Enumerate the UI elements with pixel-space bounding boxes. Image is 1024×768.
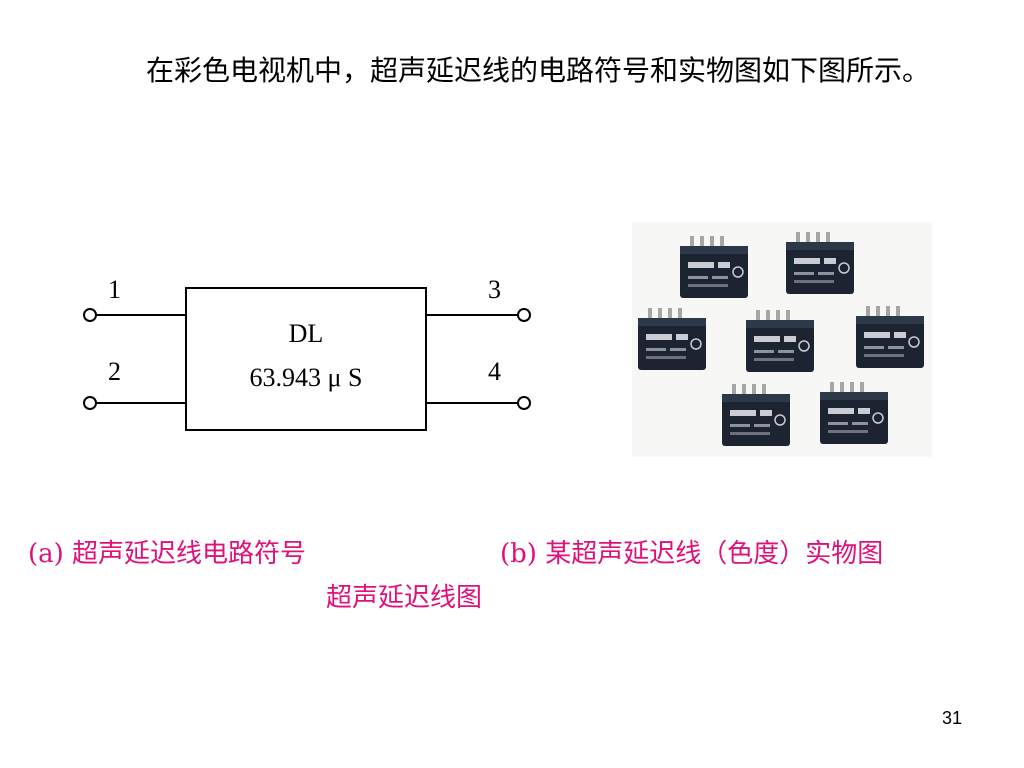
page-number: 31: [941, 708, 962, 728]
terminal-2: [83, 396, 97, 410]
pin-label-1: 1: [108, 275, 121, 304]
pin-label-3: 3: [488, 275, 501, 304]
terminal-3: [517, 308, 531, 322]
component-photo: [632, 222, 932, 457]
symbol-label-dl: DL: [289, 319, 324, 348]
caption-b: (b) 某超声延迟线（色度）实物图: [500, 539, 884, 569]
delay-line-symbol: 1 2 3 4 DL 63.943 μ S: [83, 275, 531, 431]
terminal-4: [517, 396, 531, 410]
pin-label-2: 2: [108, 357, 121, 386]
pin-label-4: 4: [488, 357, 501, 386]
intro-paragraph: 在彩色电视机中，超声延迟线的电路符号和实物图如下图所示。: [146, 54, 931, 87]
symbol-box: [185, 287, 427, 431]
caption-a: (a) 超声延迟线电路符号: [28, 539, 307, 569]
figure-title: 超声延迟线图: [326, 583, 483, 613]
terminal-1: [83, 308, 97, 322]
symbol-label-delay: 63.943 μ S: [250, 363, 363, 392]
